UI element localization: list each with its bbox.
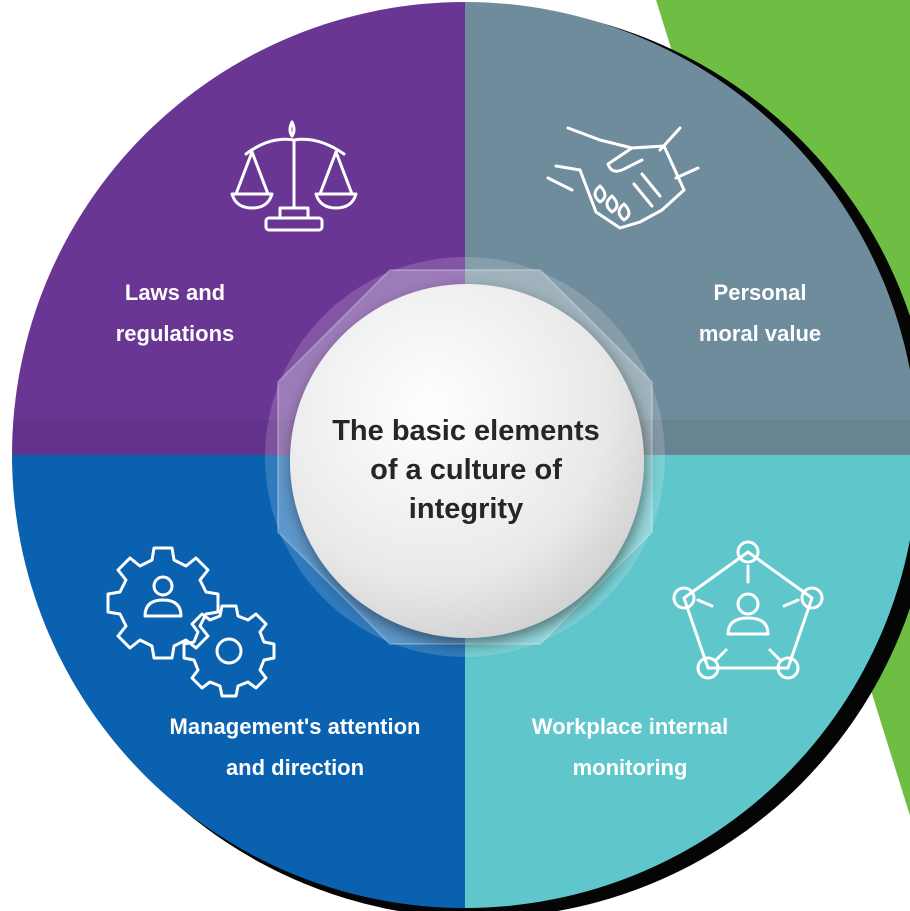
scales-icon: [230, 120, 358, 232]
network-person-icon: [672, 540, 824, 680]
center-disc: [290, 284, 644, 638]
handshake-icon: [546, 126, 700, 230]
gears-person-icon: [106, 546, 276, 698]
